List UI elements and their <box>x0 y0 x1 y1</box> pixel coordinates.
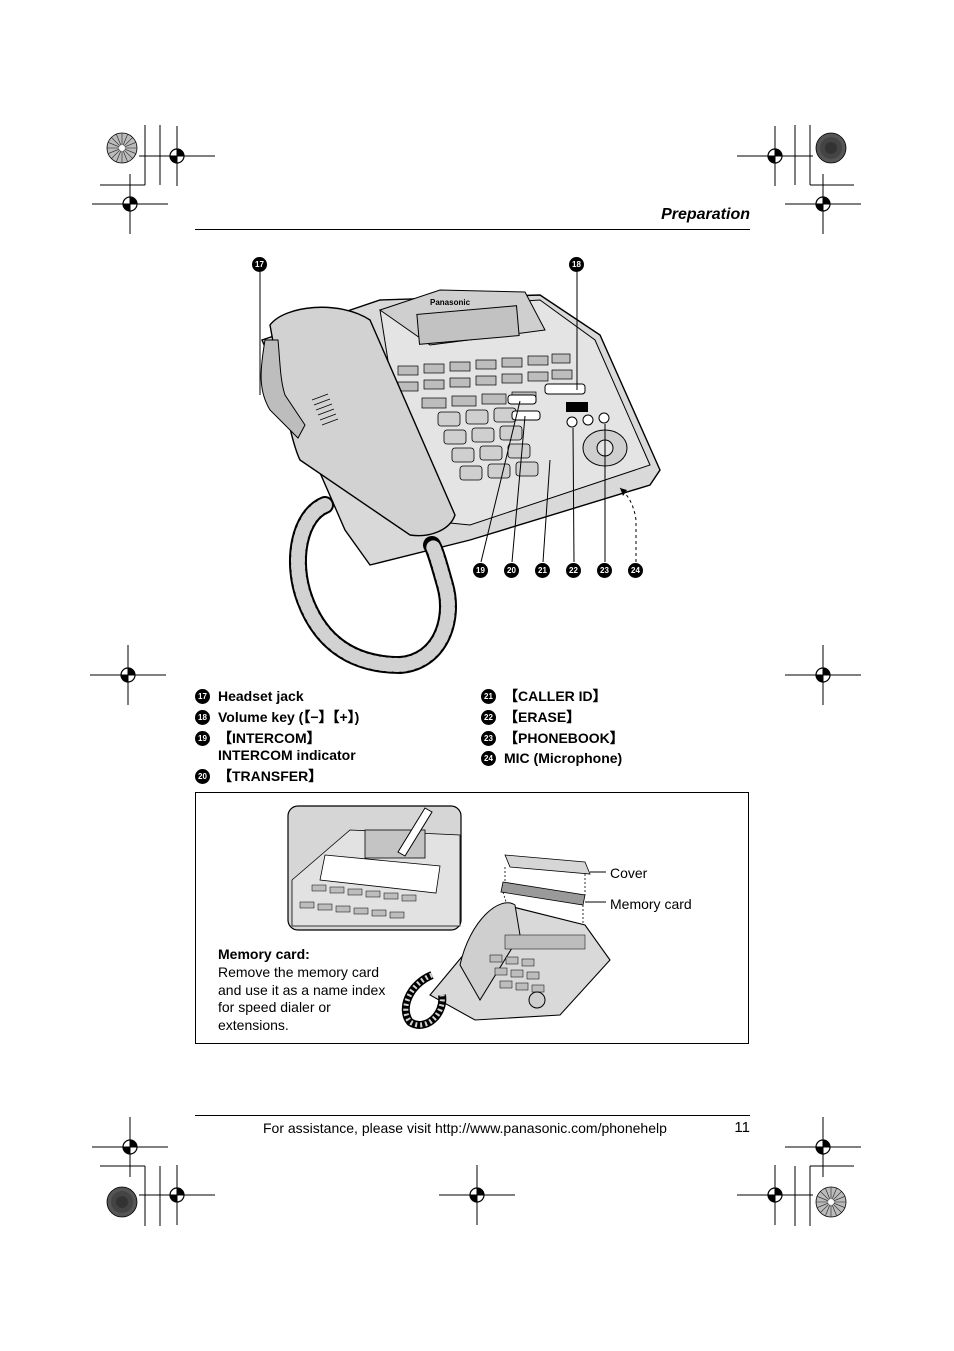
legend-number: 22 <box>481 710 496 725</box>
legend-text: 【PHONEBOOK】 <box>504 730 624 746</box>
callout-badge: 23 <box>597 563 612 578</box>
legend-number: 24 <box>481 751 496 766</box>
callout-badge: 19 <box>473 563 488 578</box>
memory-card-text: Remove the memory card and use it as a n… <box>218 964 386 1033</box>
registration-mark-icon <box>138 1164 216 1226</box>
legend-text: Volume key (【−】【+】) <box>218 709 360 725</box>
legend-number: 18 <box>195 710 210 725</box>
registration-mark-icon <box>784 644 862 706</box>
cover-label: Cover <box>610 865 648 881</box>
footer-rule <box>195 1115 750 1116</box>
registration-mark-icon <box>438 1164 516 1226</box>
memory-card-box <box>195 792 749 1044</box>
registration-mark-icon <box>138 125 216 187</box>
footer-assist-text: For assistance, please visit http://www.… <box>263 1120 667 1136</box>
legend-text: MIC (Microphone) <box>504 750 623 766</box>
registration-mark-icon <box>736 1164 814 1226</box>
registration-mark-icon <box>784 1116 862 1178</box>
registration-mark-icon <box>89 644 167 706</box>
callout-badge: 17 <box>252 257 267 272</box>
callout-badge: 18 <box>569 257 584 272</box>
color-wheel-icon <box>106 1186 138 1218</box>
legend-text: 【CALLER ID】 <box>504 688 607 704</box>
section-title: Preparation <box>661 206 750 223</box>
callout-badge: 24 <box>628 563 643 578</box>
legend-number: 17 <box>195 689 210 704</box>
registration-mark-icon <box>91 1116 169 1178</box>
registration-mark-icon <box>91 173 169 235</box>
legend-text: Headset jack <box>218 688 304 704</box>
legend-number: 20 <box>195 769 210 784</box>
color-wheel-icon <box>106 132 138 164</box>
page-number: 11 <box>734 1119 750 1136</box>
memory-card-title: Memory card: <box>218 946 310 962</box>
registration-mark-icon <box>784 173 862 235</box>
registration-mark-icon <box>736 125 814 187</box>
legend-number: 21 <box>481 689 496 704</box>
legend-text: 【INTERCOM】 <box>218 730 321 746</box>
memory-card-label: Memory card <box>610 896 692 912</box>
callout-badge: 20 <box>504 563 519 578</box>
callout-badge: 22 <box>566 563 581 578</box>
legend-number: 19 <box>195 731 210 746</box>
legend-text: INTERCOM indicator <box>218 747 356 763</box>
header-rule <box>195 229 750 230</box>
color-wheel-icon <box>815 132 847 164</box>
callout-badge: 21 <box>535 563 550 578</box>
legend-text: 【TRANSFER】 <box>218 768 323 784</box>
color-wheel-icon <box>815 1186 847 1218</box>
legend-number: 23 <box>481 731 496 746</box>
legend-text: 【ERASE】 <box>504 709 581 725</box>
